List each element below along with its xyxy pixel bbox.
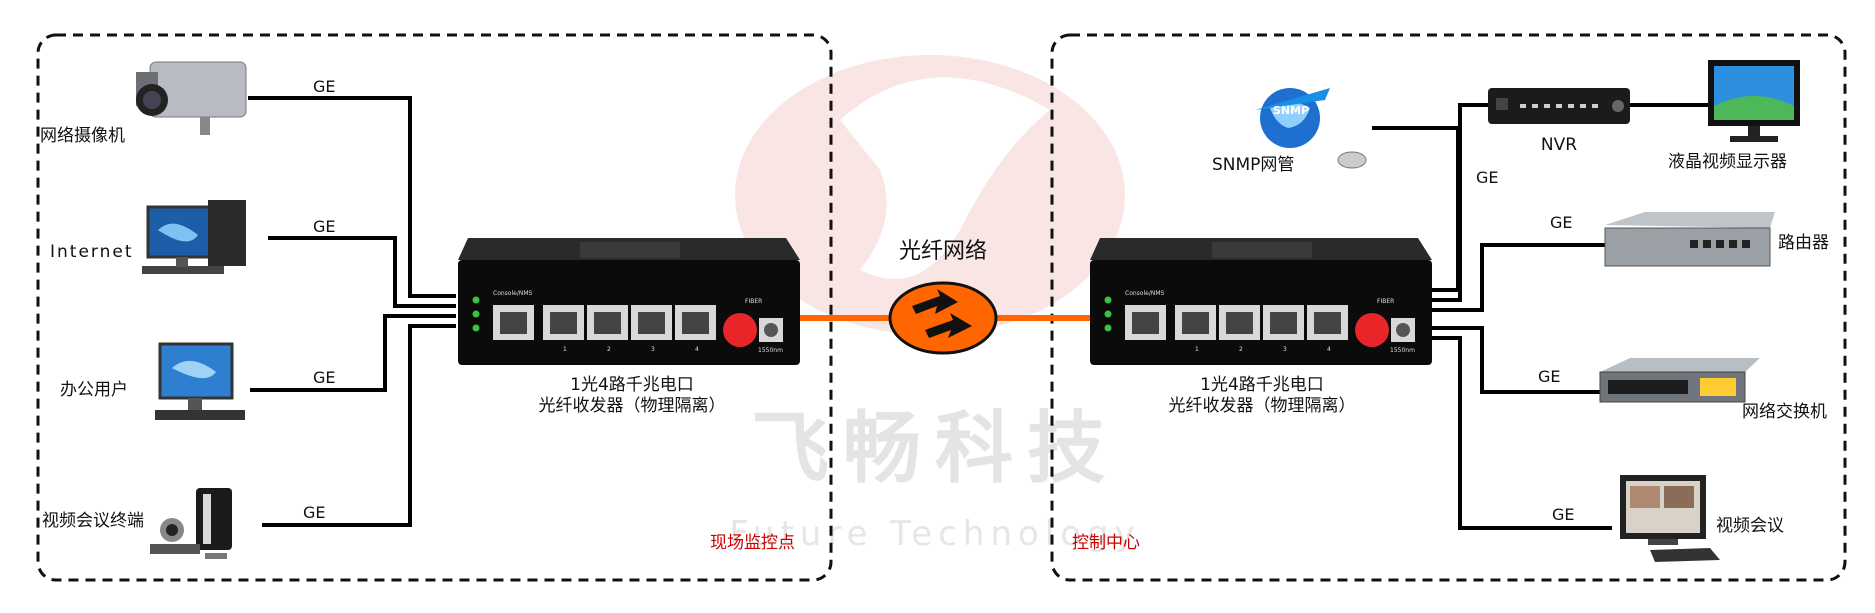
converter-left-line2: 光纤收发器（物理隔离） <box>539 396 726 416</box>
port-label-fiber: FIBER <box>745 298 762 305</box>
converter-left-line1: 1光4路千兆电口 <box>570 375 694 395</box>
port-label-4: 4 <box>695 346 699 353</box>
ge-label-switch: GE <box>1538 367 1561 386</box>
office-user-pc-icon <box>155 342 245 420</box>
label-snmp-manager: SNMP网管 <box>1212 155 1294 175</box>
port-label-wavelength-right: 1550nm <box>1390 347 1415 354</box>
ge-label-internet: GE <box>313 217 336 236</box>
label-internet: Internet <box>50 242 134 262</box>
router-icon <box>1604 212 1775 267</box>
port-label-2-right: 2 <box>1239 346 1243 353</box>
fiber-network-icon <box>888 281 998 355</box>
port-label-console: Console/NMS <box>493 290 533 297</box>
zone-label-field: 现场监控点 <box>710 533 795 553</box>
videoconf-terminal-icon <box>150 488 232 559</box>
fiber-network-label: 光纤网络 <box>899 239 987 264</box>
left-links <box>248 96 456 527</box>
port-label-3: 3 <box>651 346 655 353</box>
watermark-brand: 飞畅科技 <box>751 404 1119 494</box>
port-label-3-right: 3 <box>1283 346 1287 353</box>
converter-right: Console/NMS 1 2 3 4 FIBER 1550nm <box>1090 238 1432 365</box>
snmp-globe-icon: SNMP <box>1255 88 1367 169</box>
port-label-wavelength: 1550nm <box>758 347 783 354</box>
label-office-user: 办公用户 <box>60 380 128 400</box>
zone-label-control: 控制中心 <box>1072 533 1140 553</box>
ge-label-router: GE <box>1550 213 1573 232</box>
port-label-fiber-right: FIBER <box>1377 298 1394 305</box>
videoconf-station-icon <box>1620 475 1720 562</box>
ge-label-office: GE <box>313 368 336 387</box>
control-zone-border <box>1050 33 1847 582</box>
ge-label-videoconf: GE <box>303 503 326 522</box>
port-label-2: 2 <box>607 346 611 353</box>
label-nvr: NVR <box>1541 135 1577 155</box>
lcd-monitor-icon <box>1708 60 1800 142</box>
label-videoconf-terminal: 视频会议终端 <box>42 511 144 531</box>
svg-text:SNMP: SNMP <box>1273 104 1309 117</box>
field-zone-border <box>36 33 833 582</box>
ge-label-videoconf-right: GE <box>1552 505 1575 524</box>
network-camera-icon <box>136 61 247 135</box>
internet-pc-icon <box>142 200 246 274</box>
converter-left: Console/NMS 1 2 3 4 FIBER 1550nm <box>458 238 800 365</box>
label-videoconf: 视频会议 <box>1716 516 1784 536</box>
port-label-1: 1 <box>563 346 567 353</box>
label-network-camera: 网络摄像机 <box>40 126 125 146</box>
port-label-console-right: Console/NMS <box>1125 290 1165 297</box>
port-label-1-right: 1 <box>1195 346 1199 353</box>
network-switch-icon <box>1599 358 1760 403</box>
watermark-english: Future Technology <box>729 514 1141 554</box>
converter-right-line2: 光纤收发器（物理隔离） <box>1169 396 1356 416</box>
ge-label-nvr: GE <box>1476 168 1499 187</box>
label-lcd-monitor: 液晶视频显示器 <box>1668 152 1787 172</box>
ge-label-camera: GE <box>313 77 336 96</box>
label-router: 路由器 <box>1778 233 1829 253</box>
label-network-switch: 网络交换机 <box>1742 402 1827 422</box>
port-label-4-right: 4 <box>1327 346 1331 353</box>
nvr-icon <box>1488 88 1630 124</box>
converter-right-line1: 1光4路千兆电口 <box>1200 375 1324 395</box>
